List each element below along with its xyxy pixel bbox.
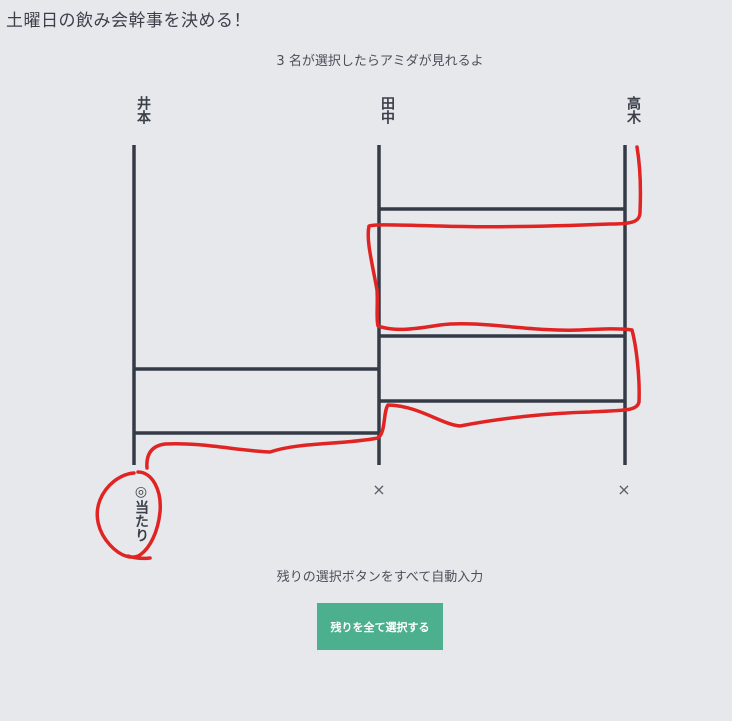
select-all-button[interactable]: 残りを全て選択する bbox=[317, 603, 443, 650]
result-winner: ◎当たり bbox=[133, 484, 149, 542]
result-cross: × bbox=[372, 480, 386, 499]
result-cross: × bbox=[617, 480, 631, 499]
participant-name-1[interactable]: 井本 bbox=[135, 96, 151, 124]
path-trace-annotation bbox=[145, 145, 643, 470]
page-title: 土曜日の飲み会幹事を決める！ bbox=[6, 11, 251, 31]
participant-name-3[interactable]: 高木 bbox=[625, 96, 641, 124]
auto-fill-caption: 残りの選択ボタンをすべて自動入力 bbox=[276, 570, 484, 585]
winner-circle-annotation bbox=[95, 470, 162, 561]
selection-status: 3 名が選択したらアミダが見れるよ bbox=[276, 54, 484, 69]
participant-name-2[interactable]: 田中 bbox=[379, 96, 395, 124]
